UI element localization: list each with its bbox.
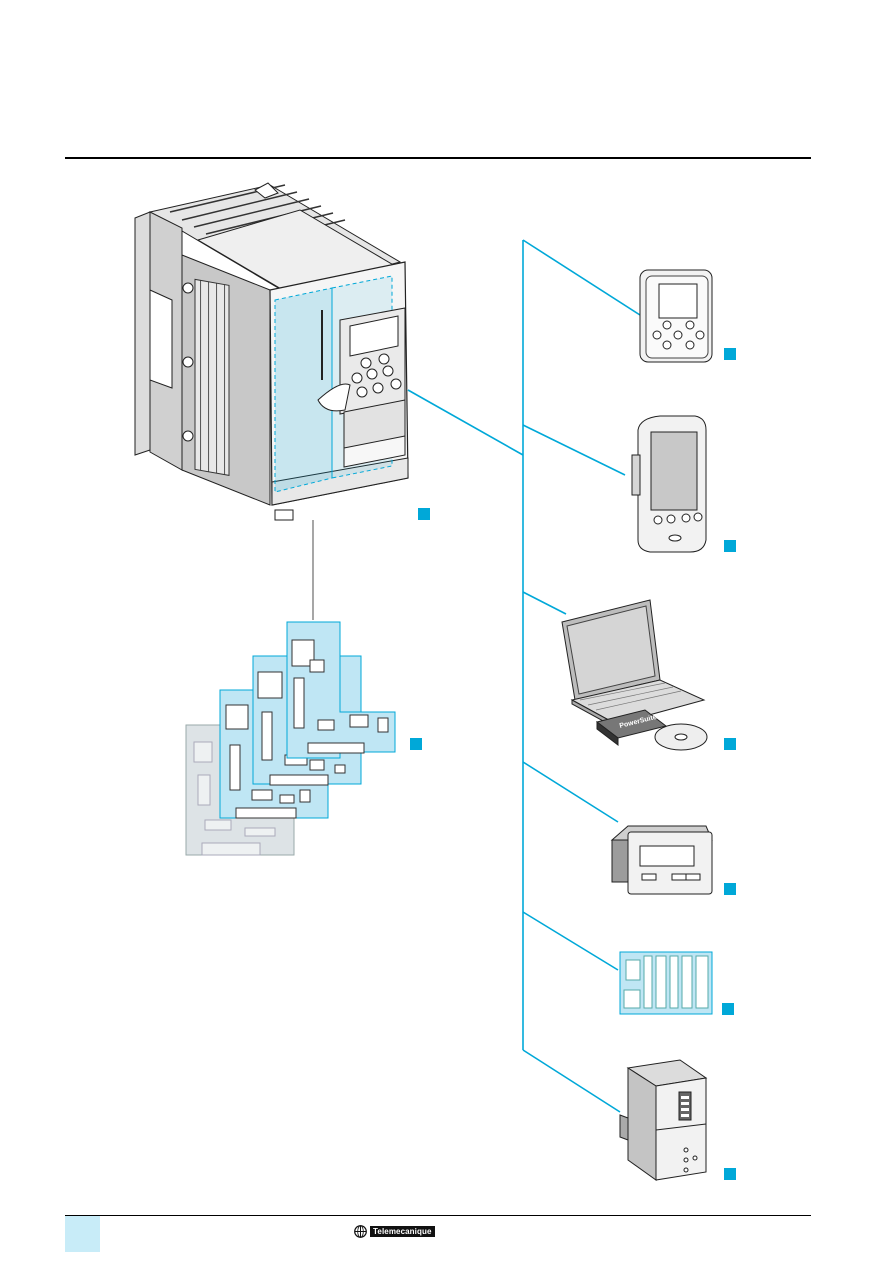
option-cards [185,621,422,856]
footer-rule [65,1215,811,1216]
callout-marker [724,738,736,750]
callout-marker [418,508,430,520]
pc-with-software: PowerSuite [561,599,736,751]
callout-marker [410,738,422,750]
header-rule [65,157,811,159]
keypad-terminal [639,269,736,363]
plc [619,951,734,1015]
page-tab [65,1216,100,1252]
brand-label: Telemecanique [370,1226,435,1237]
callout-marker [722,1003,734,1015]
callout-marker [724,540,736,552]
option-card-3 [286,621,396,759]
variable-speed-drive [134,182,409,521]
globe-icon [354,1225,367,1238]
communication-module [619,1059,736,1181]
connection-bus [407,239,641,1113]
brand-logo: Telemecanique [354,1225,435,1238]
callout-marker [724,883,736,895]
pocket-pc [631,415,736,553]
display-terminal [610,825,736,895]
callout-marker [724,1168,736,1180]
callout-marker [724,348,736,360]
